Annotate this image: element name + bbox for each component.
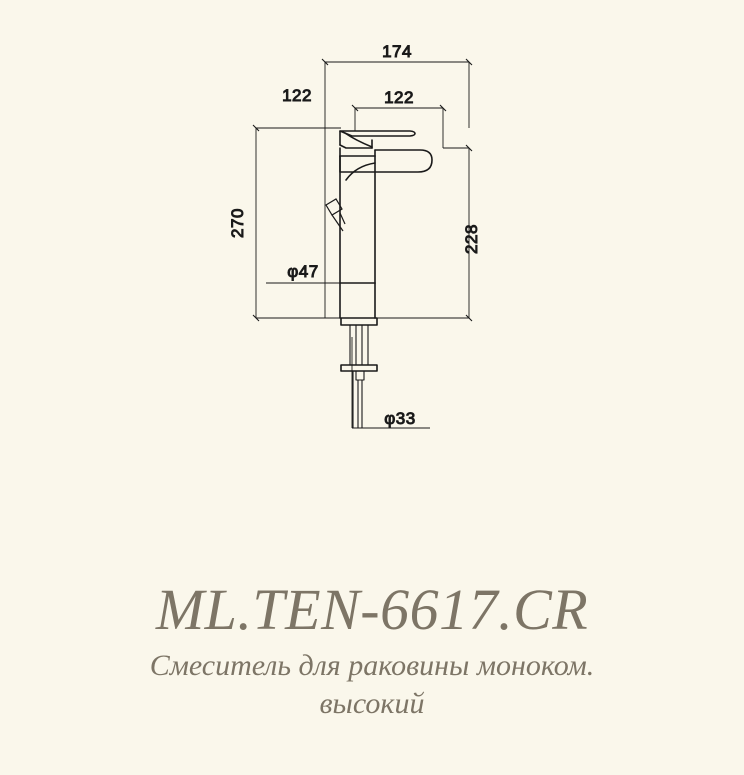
dimension-label-122-height: 122 <box>282 86 312 105</box>
dimension-lines <box>255 61 470 429</box>
base-flange <box>340 317 378 326</box>
mounting-nut <box>340 364 378 372</box>
dimension-label-122-reach: 122 <box>384 88 414 107</box>
threaded-shank <box>349 324 369 366</box>
detail-tag-icon <box>325 198 346 232</box>
column-lower <box>339 282 376 319</box>
dimension-label-phi33: φ33 <box>384 409 415 428</box>
outlet-nipple <box>355 370 365 381</box>
lever-handle <box>339 130 416 149</box>
product-code: ML.TEN-6617.CR <box>155 577 589 642</box>
supply-hoses <box>352 370 363 429</box>
product-description-line-2: высокий <box>319 687 425 721</box>
cartridge-collar <box>339 147 376 157</box>
column-body <box>339 155 376 284</box>
technical-drawing: 174 122 122 270 228 φ47 φ33 <box>228 42 482 429</box>
dimension-label-phi47: φ47 <box>287 262 318 281</box>
dimension-label-228: 228 <box>462 224 481 254</box>
dimension-label-174: 174 <box>382 42 412 61</box>
caption-block: ML.TEN-6617.CR Смеситель для раковины мо… <box>0 577 744 724</box>
dimension-label-270: 270 <box>228 208 247 238</box>
product-description-line-1: Смеситель для раковины моноком. <box>149 648 595 682</box>
dimension-arrow-ticks <box>252 58 473 322</box>
spout <box>339 149 433 181</box>
product-description: Смеситель для раковины моноком. высокий <box>0 647 744 724</box>
faucet-outline <box>339 130 433 429</box>
